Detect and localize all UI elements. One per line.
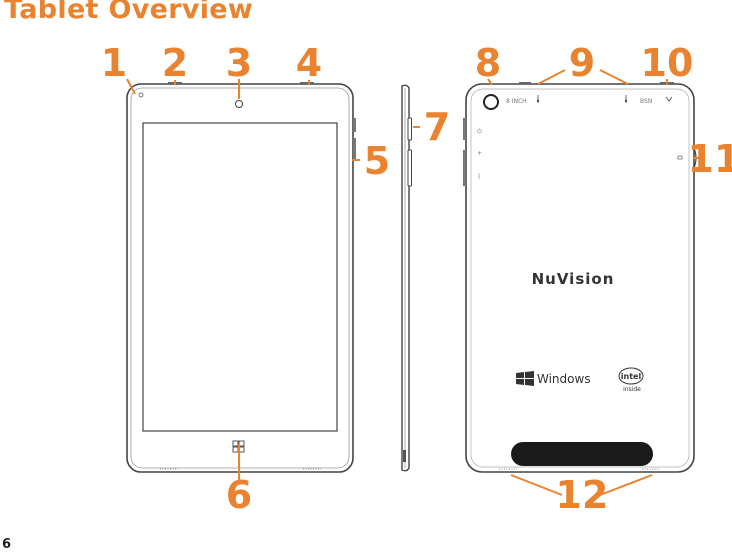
usb-icon bbox=[536, 95, 540, 103]
intel-logo bbox=[618, 367, 644, 385]
tablet-side bbox=[401, 84, 412, 472]
rear-camera-icon bbox=[483, 94, 499, 110]
intel-logo-text: intel bbox=[621, 372, 642, 381]
callout-4: 4 bbox=[296, 41, 322, 85]
tablet-back: 8 INCH BSN ⏻ + | NuVision Windows bbox=[463, 82, 697, 473]
callout-5: 5 bbox=[364, 139, 390, 183]
callout-12: 12 bbox=[556, 473, 609, 517]
callout-6: 6 bbox=[226, 473, 252, 517]
back-label-inch: 8 INCH bbox=[506, 98, 527, 105]
back-label-bsn: BSN bbox=[640, 98, 652, 105]
camera-icon bbox=[235, 100, 243, 108]
callout-9: 9 bbox=[569, 41, 595, 85]
windows-logo-text: Windows bbox=[537, 372, 591, 386]
callout-7: 7 bbox=[424, 105, 450, 149]
volume-plus-icon: + bbox=[477, 150, 482, 157]
power-icon: ⏻ bbox=[477, 128, 482, 135]
volume-minus-icon: | bbox=[478, 173, 480, 180]
page-number: 6 bbox=[2, 537, 12, 552]
mic-icon bbox=[624, 95, 628, 103]
callout-8: 8 bbox=[475, 41, 501, 85]
callout-11: 11 bbox=[688, 137, 732, 181]
callout-10: 10 bbox=[641, 41, 694, 85]
headphone-icon bbox=[665, 96, 673, 102]
tablet-front bbox=[126, 82, 356, 473]
callout-leaders bbox=[126, 69, 700, 496]
callout-2: 2 bbox=[162, 41, 188, 85]
rear-grip-bar bbox=[511, 442, 653, 466]
callout-3: 3 bbox=[226, 41, 252, 85]
windows-logo bbox=[516, 371, 534, 386]
front-screen bbox=[142, 122, 338, 432]
light-sensor-icon bbox=[138, 92, 144, 98]
brand-logo: NuVision bbox=[532, 270, 615, 288]
page-title: Tablet Overview bbox=[4, 0, 254, 25]
callout-1: 1 bbox=[101, 41, 127, 85]
intel-inside-text: inside bbox=[623, 386, 641, 393]
